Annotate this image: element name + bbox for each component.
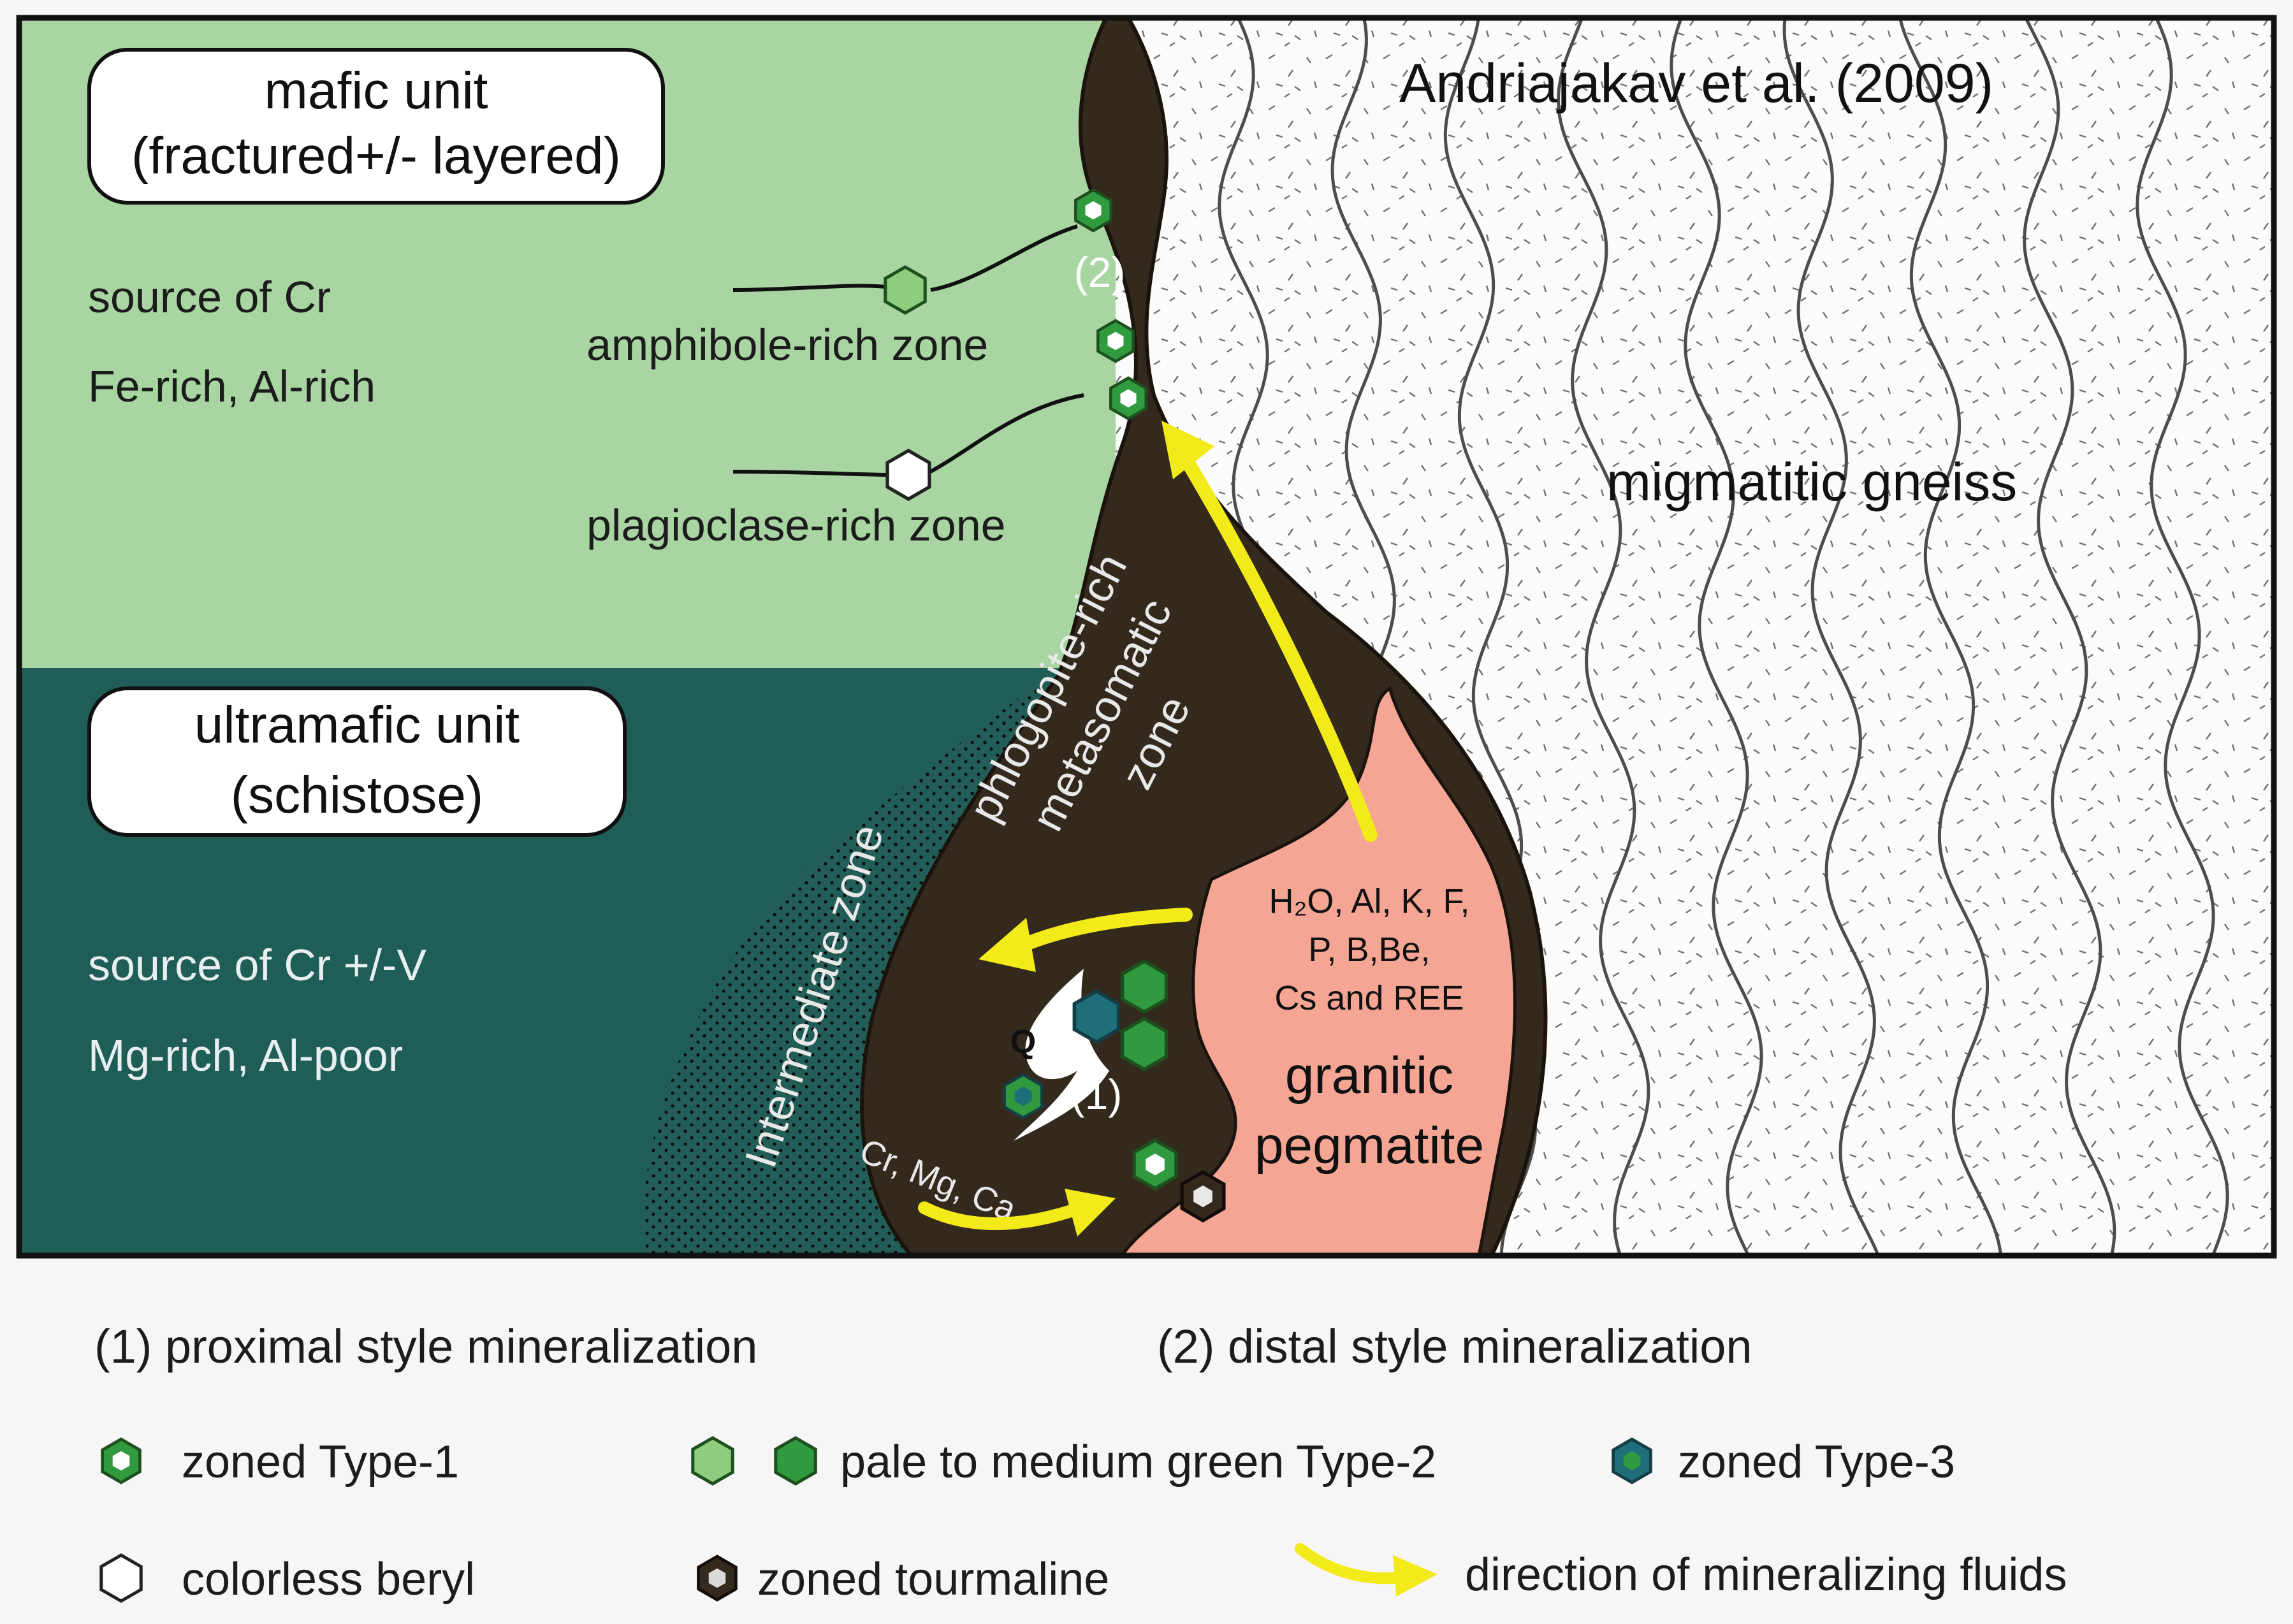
proximal-marker: (1) — [1071, 1071, 1123, 1118]
proximal-type2-beryl-icon — [1120, 1016, 1168, 1072]
legend-fluid-direction-text: direction of mineralizing fluids — [1465, 1549, 2067, 1600]
foliation-wave-line — [1557, 18, 1650, 1256]
plagioclase-leader-line-left — [732, 470, 893, 477]
fluid-components-line2: P, B,Be, — [1308, 931, 1430, 969]
amphibole-zone-label: amphibole-rich zone — [586, 320, 988, 370]
ultramafic-composition-text: Mg-rich, Al-poor — [88, 1031, 403, 1080]
foliation-wave-line — [2023, 18, 2116, 1256]
granitic-pegmatite-body — [1119, 686, 1517, 1256]
proximal-type3-beryl-icon — [1072, 989, 1121, 1045]
mineral-hexagons — [99, 188, 1652, 1603]
legend-type2-pale-icon — [691, 1436, 734, 1486]
distal-type1-beryl-icon — [1109, 376, 1147, 421]
distal-type1-beryl-icon — [1096, 319, 1135, 363]
legend-type3-icon — [1612, 1437, 1652, 1484]
legend-tourmaline-icon — [697, 1555, 738, 1602]
mafic-unit-title: mafic unit — [265, 62, 488, 120]
mafic-unit-subtitle: (fractured+/- layered) — [131, 127, 621, 185]
foliation-wave-line — [2136, 18, 2229, 1256]
legend-beryl-text: colorless beryl — [182, 1554, 475, 1605]
mafic-source-text: source of Cr — [88, 272, 331, 322]
legend-type2-text: pale to medium green Type-2 — [840, 1437, 1436, 1488]
distal-marker: (2) — [1074, 249, 1126, 296]
legend-type1-icon — [101, 1437, 142, 1484]
distal-type1-beryl-icon — [1074, 188, 1112, 233]
foliation-wave-line — [1670, 18, 1763, 1256]
quartz-label: Q — [1010, 1024, 1036, 1061]
plagioclase-zone-beryl-icon — [885, 448, 931, 502]
pegmatite-label-line2: pegmatite — [1255, 1117, 1484, 1175]
foliation-wave-line — [1782, 18, 1881, 1256]
citation-text: Andriajakav et al. (2009) — [1399, 53, 1993, 114]
ultramafic-source-text: source of Cr +/-V — [88, 940, 426, 990]
legend-colorless-beryl-icon — [99, 1553, 143, 1603]
amphibole-leader-line-right — [930, 224, 1078, 292]
diagram-frame — [16, 15, 2277, 1259]
ultramafic-unit-title: ultramafic unit — [194, 696, 520, 754]
proximal-type1-beryl-icon — [1003, 1073, 1044, 1120]
legend-type1-text: zoned Type-1 — [182, 1437, 459, 1488]
migmatitic-gneiss-label: migmatitic gneiss — [1606, 452, 2017, 512]
proximal-type1-beryl-icon — [1132, 1138, 1178, 1191]
intermediate-zone-dots — [642, 676, 1045, 1256]
tourmaline-icon — [1180, 1170, 1226, 1223]
fluid-arrow-lower — [918, 1189, 1116, 1236]
pegmatite-label-line1: granitic — [1285, 1047, 1453, 1105]
fluid-arrow-upward — [1161, 421, 1378, 842]
legend-type3-text: zoned Type-3 — [1678, 1437, 1955, 1488]
mafic-unit-label-box — [87, 48, 665, 205]
legend-tourmaline-text: zoned tourmaline — [757, 1554, 1109, 1605]
amphibole-zone-beryl-icon — [884, 265, 927, 315]
foliation-wave-line — [1898, 18, 2003, 1256]
mafic-composition-text: Fe-rich, Al-rich — [88, 361, 375, 411]
fluid-components-line1: H₂O, Al, K, F, — [1269, 882, 1469, 920]
ultramafic-unit-subtitle: (schistose) — [231, 766, 483, 824]
quartz-lens — [1014, 969, 1109, 1141]
plagioclase-leader-line-right — [923, 393, 1084, 477]
legend-type2-medium-icon — [774, 1436, 817, 1486]
fluid-arrow-left — [979, 908, 1193, 972]
legend-distal-text: (2) distal style mineralization — [1157, 1320, 1752, 1373]
legend-proximal-text: (1) proximal style mineralization — [94, 1320, 757, 1373]
proximal-type2-beryl-icon — [1120, 959, 1168, 1015]
plagioclase-zone-label: plagioclase-rich zone — [586, 500, 1006, 550]
legend-fluid-arrow-icon — [1295, 1543, 1438, 1597]
ultramafic-unit-label-box — [87, 686, 627, 837]
fluid-components-line3: Cs and REE — [1274, 979, 1464, 1017]
